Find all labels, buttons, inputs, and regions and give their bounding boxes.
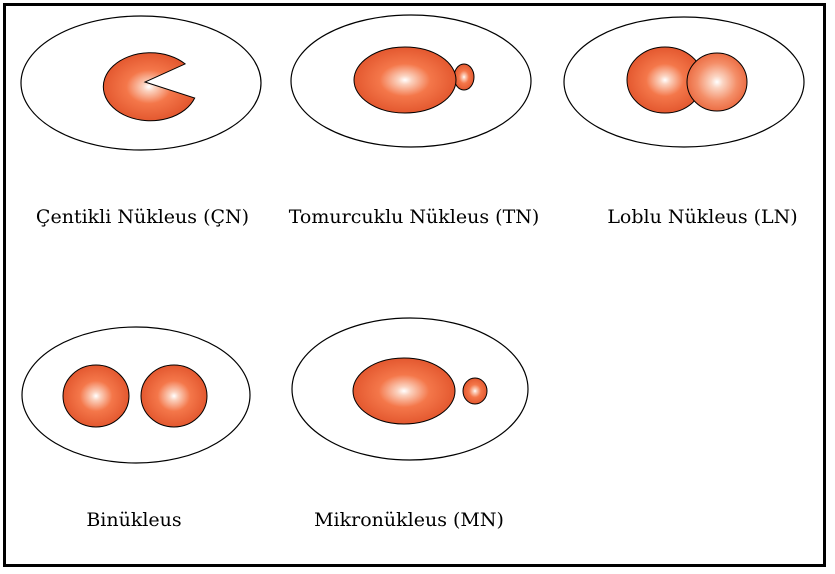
cell-binucleus xyxy=(22,327,250,463)
cell-budded-nucleus xyxy=(291,15,531,147)
label-micronucleus: Mikronükleus (MN) xyxy=(268,499,550,541)
label-binucleus: Binükleus xyxy=(0,499,268,541)
label-budded-nucleus: Tomurcuklu Nükleus (TN) xyxy=(286,196,542,238)
main-nucleus xyxy=(353,358,455,424)
bud xyxy=(454,64,474,90)
nucleus-left xyxy=(63,365,129,427)
cell-membrane xyxy=(22,327,250,463)
label-notched-nucleus: Çentikli Nükleus (ÇN) xyxy=(0,196,285,238)
cell-micronucleus xyxy=(292,318,528,460)
nucleus-right xyxy=(141,365,207,427)
lobe-right xyxy=(687,53,747,111)
main-nucleus xyxy=(354,47,456,113)
cell-notched-nucleus xyxy=(21,16,261,150)
micronucleus xyxy=(463,378,487,404)
cell-lobed-nucleus xyxy=(564,17,804,147)
label-lobed-nucleus: Loblu Nükleus (LN) xyxy=(570,196,835,238)
